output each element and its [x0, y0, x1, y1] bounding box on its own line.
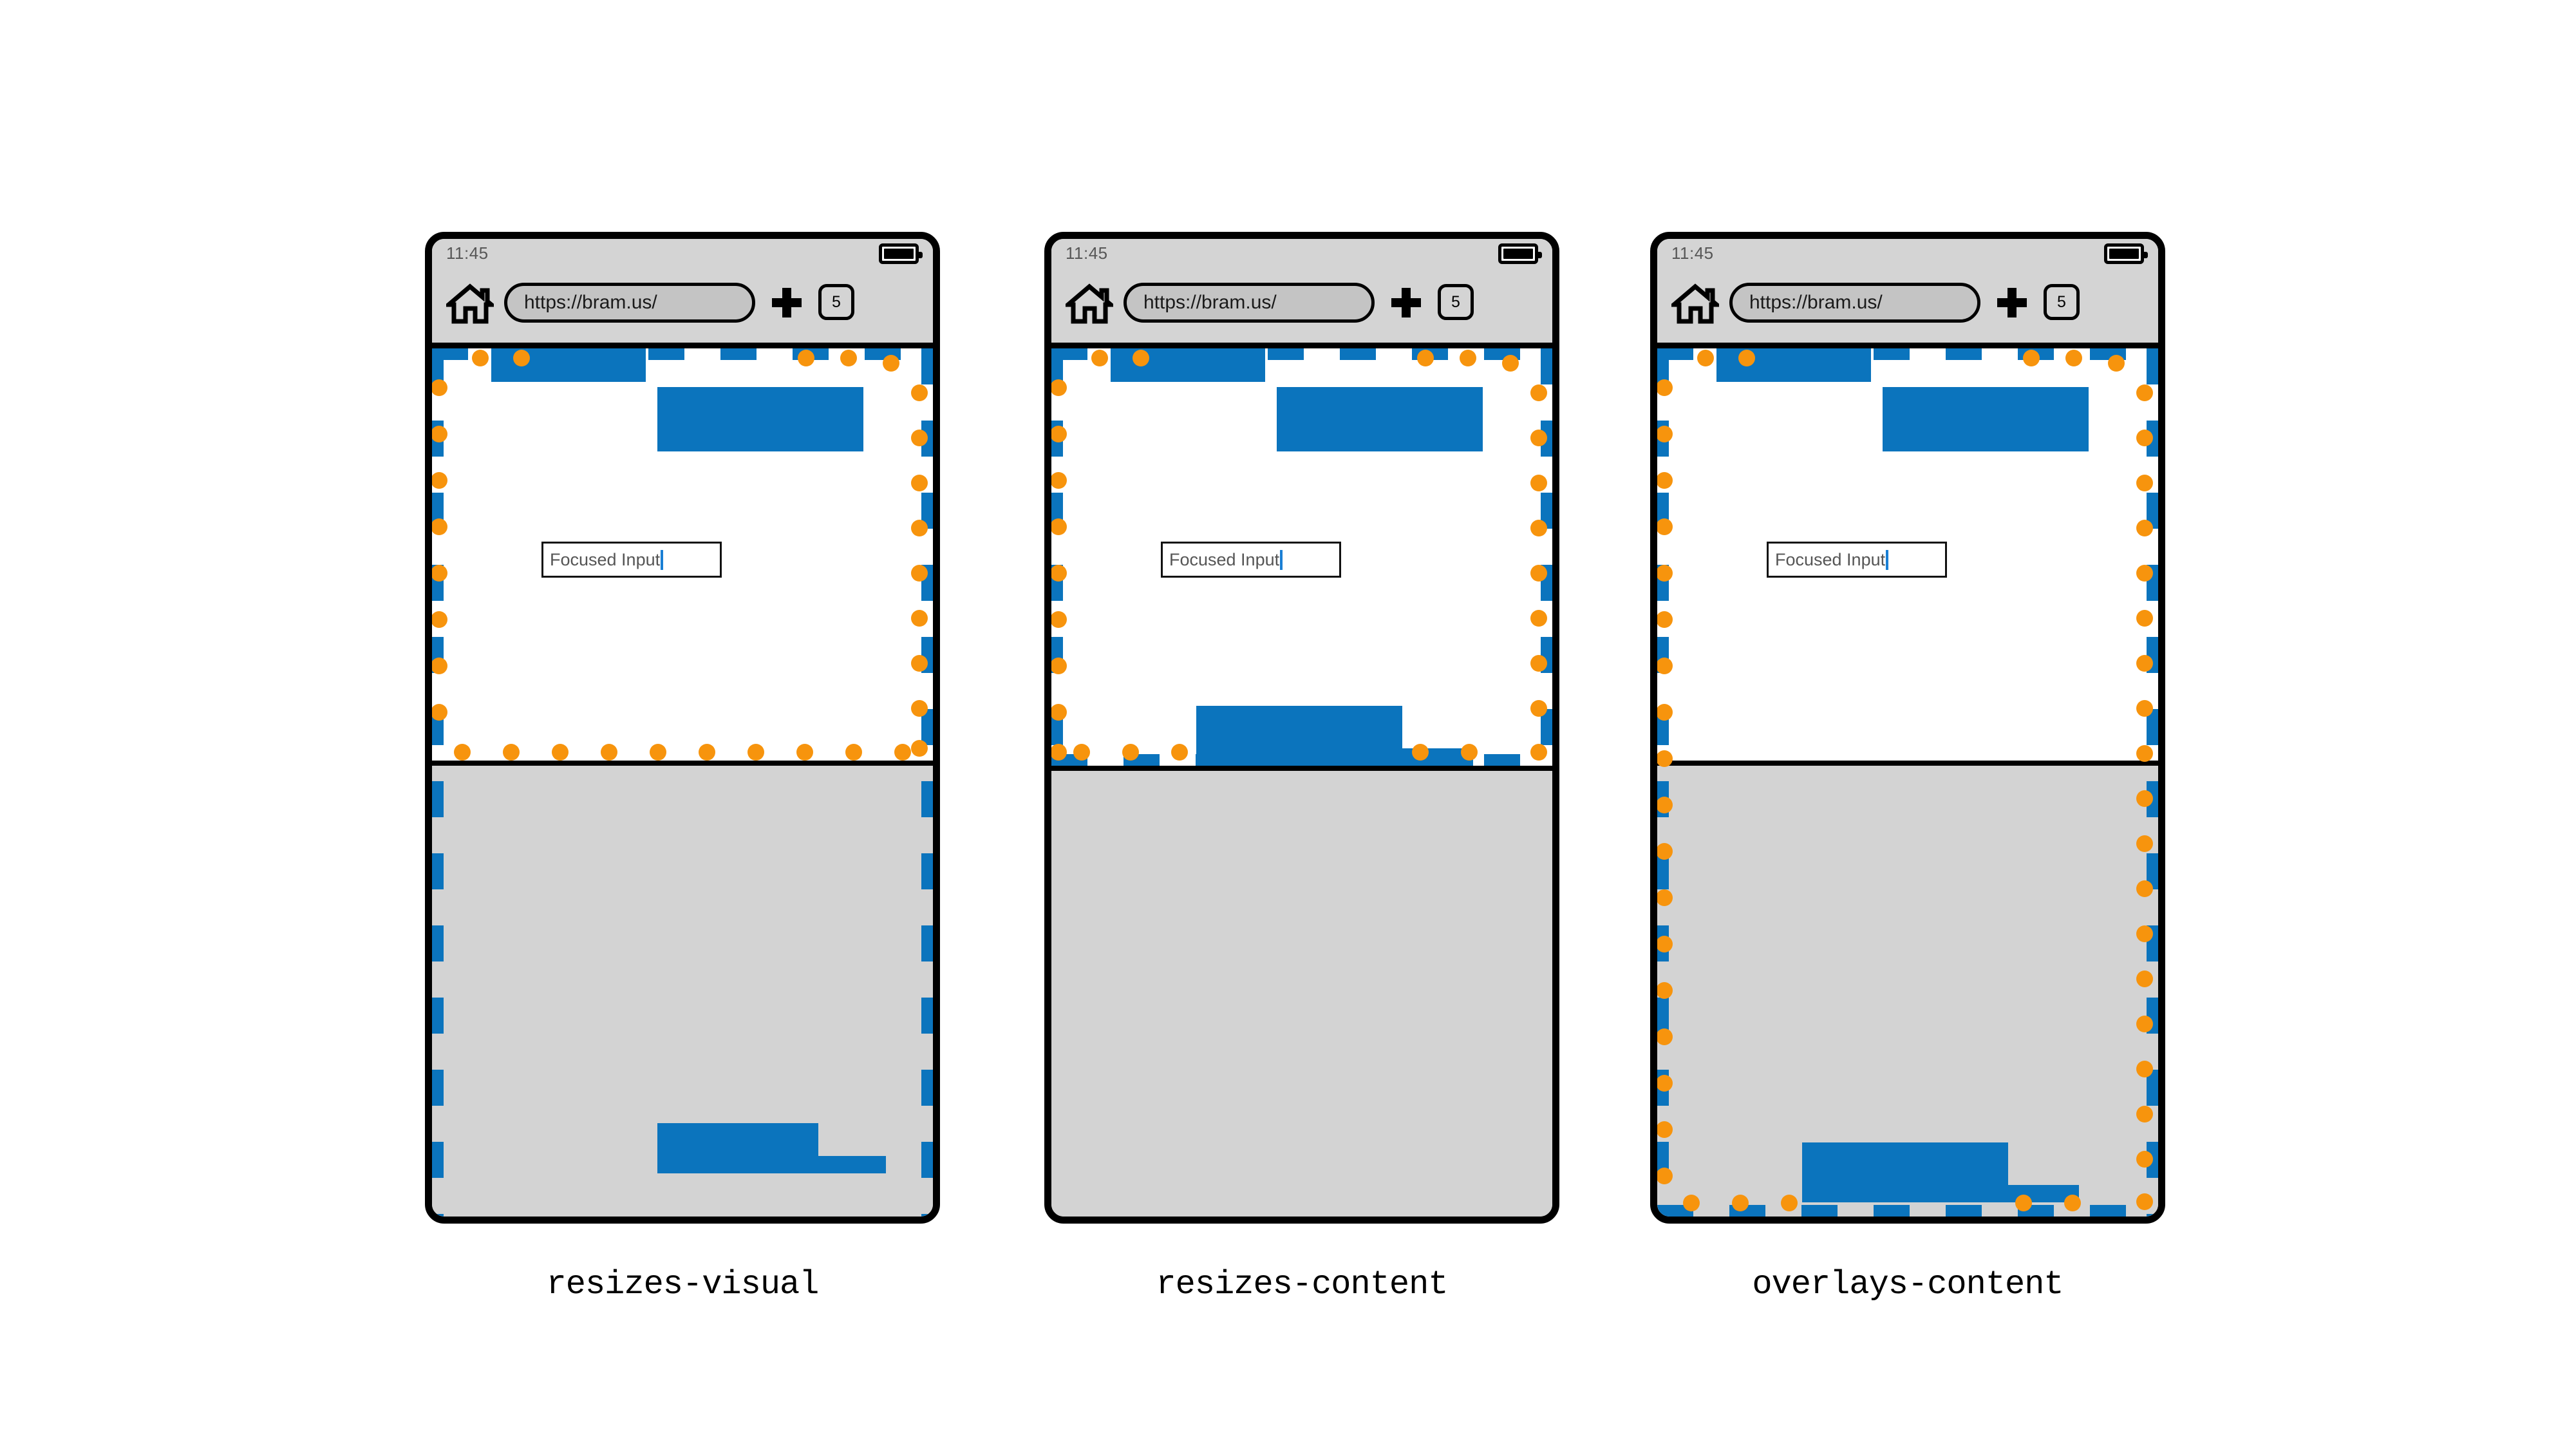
content-block — [1111, 348, 1265, 382]
browser-chrome: 11:45 https://bram.us/ 5 — [1051, 239, 1552, 348]
web-content-area: Focused Input — [1657, 348, 2158, 761]
phone-resizes-content: 11:45 https://bram.us/ 5 — [1044, 232, 1559, 1224]
focused-input-text: Focused Input — [1169, 549, 1280, 569]
text-caret — [661, 549, 664, 570]
caption-resizes-visual: resizes-visual — [546, 1265, 820, 1303]
plus-icon[interactable] — [772, 288, 802, 317]
phone-resizes-visual: 11:45 https://bram.us/ 5 — [425, 232, 940, 1224]
content-block — [491, 348, 646, 382]
home-icon[interactable] — [1668, 279, 1723, 327]
plus-icon[interactable] — [1391, 288, 1421, 317]
caption-resizes-content: resizes-content — [1156, 1265, 1448, 1303]
tab-count-button[interactable]: 5 — [818, 284, 854, 320]
browser-chrome: 11:45 https://bram.us/ 5 — [1657, 239, 2158, 348]
content-block — [1716, 348, 1871, 382]
status-clock: 11:45 — [1671, 243, 1714, 263]
browser-chrome: 11:45 https://bram.us/ 5 — [432, 239, 933, 348]
virtual-keyboard — [1051, 771, 1552, 1217]
battery-full-icon — [2104, 243, 2148, 264]
tab-count-button[interactable]: 5 — [2044, 284, 2080, 320]
content-block — [1802, 1185, 2079, 1202]
content-block — [1883, 387, 2089, 451]
url-text: https://bram.us/ — [1143, 292, 1277, 313]
keyboard-divider — [432, 761, 933, 766]
status-bar: 11:45 — [1657, 239, 2158, 269]
status-clock: 11:45 — [1066, 243, 1108, 263]
tab-count-button[interactable]: 5 — [1438, 284, 1474, 320]
url-bar[interactable]: https://bram.us/ — [1729, 283, 1980, 323]
url-bar[interactable]: https://bram.us/ — [504, 283, 755, 323]
virtual-keyboard — [432, 766, 933, 1217]
content-block — [1196, 748, 1473, 766]
browser-toolbar: https://bram.us/ 5 — [432, 269, 933, 343]
status-clock: 11:45 — [446, 243, 489, 263]
content-block — [657, 1156, 886, 1173]
virtual-keyboard — [1657, 766, 2158, 1217]
focused-input[interactable]: Focused Input — [541, 542, 722, 578]
tab-count-label: 5 — [2057, 292, 2066, 311]
text-caret — [1280, 549, 1283, 570]
content-block — [657, 387, 863, 451]
battery-full-icon — [879, 243, 923, 264]
battery-full-icon — [1498, 243, 1542, 264]
focused-input[interactable]: Focused Input — [1767, 542, 1947, 578]
web-content-area: Focused Input — [432, 348, 933, 761]
browser-toolbar: https://bram.us/ 5 — [1657, 269, 2158, 343]
url-bar[interactable]: https://bram.us/ — [1123, 283, 1375, 323]
url-text: https://bram.us/ — [524, 292, 657, 313]
tab-count-label: 5 — [1451, 292, 1460, 311]
status-bar: 11:45 — [432, 239, 933, 269]
browser-toolbar: https://bram.us/ 5 — [1051, 269, 1552, 343]
phone-overlays-content: 11:45 https://bram.us/ 5 — [1650, 232, 2165, 1224]
focused-input-text: Focused Input — [550, 549, 661, 569]
keyboard-divider — [1051, 766, 1552, 771]
focused-input-text: Focused Input — [1775, 549, 1886, 569]
tab-count-label: 5 — [832, 292, 841, 311]
caption-overlays-content: overlays-content — [1752, 1265, 2064, 1303]
content-block — [1277, 387, 1483, 451]
home-icon[interactable] — [1062, 279, 1117, 327]
status-bar: 11:45 — [1051, 239, 1552, 269]
focused-input[interactable]: Focused Input — [1161, 542, 1341, 578]
home-icon[interactable] — [442, 279, 498, 327]
text-caret — [1886, 549, 1889, 570]
web-content-area: Focused Input — [1051, 348, 1552, 766]
plus-icon[interactable] — [1997, 288, 2027, 317]
url-text: https://bram.us/ — [1749, 292, 1883, 313]
keyboard-divider — [1657, 761, 2158, 766]
